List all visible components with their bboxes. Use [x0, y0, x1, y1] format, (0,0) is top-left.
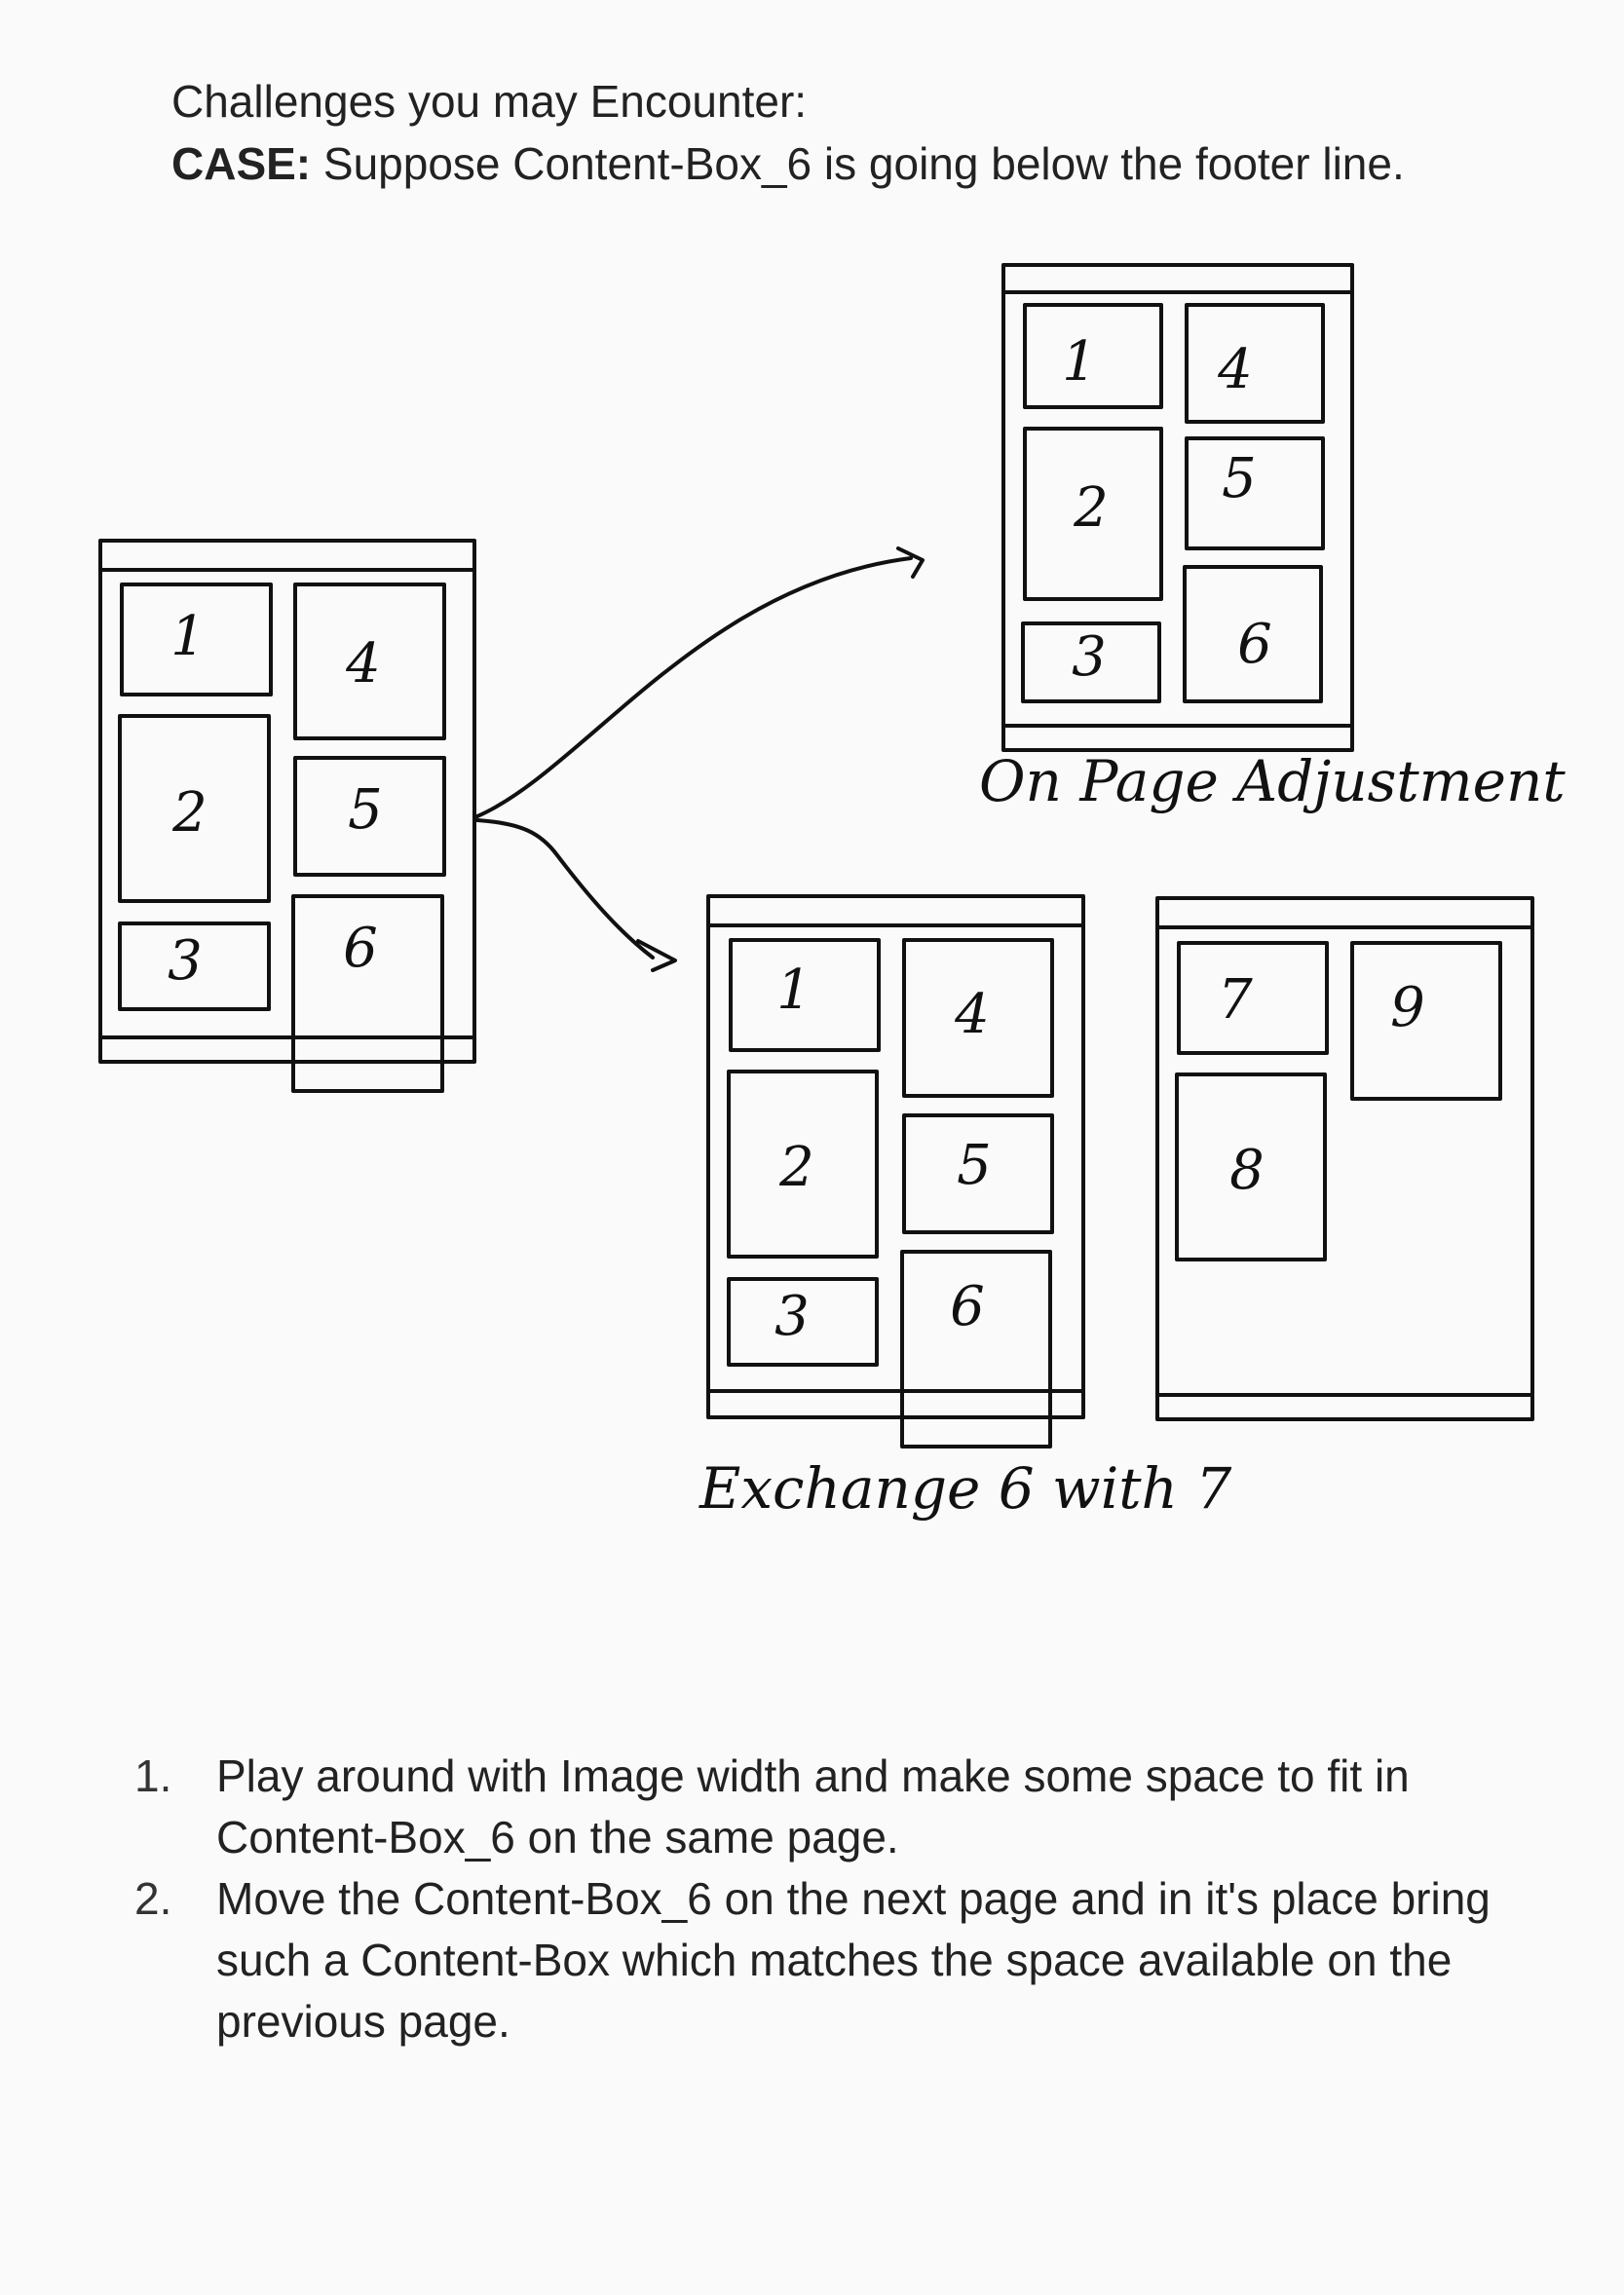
box-label: 2 [1073, 476, 1109, 540]
content-box-6 [1183, 565, 1323, 703]
exchange-page-next [1155, 896, 1534, 1421]
list-number: 1. [134, 1750, 172, 1801]
content-box-7 [1177, 941, 1329, 1055]
box-label: 7 [1218, 968, 1253, 1032]
page-frame [706, 894, 1085, 1419]
box-label: 2 [778, 1136, 814, 1199]
content-box-2 [727, 1070, 879, 1259]
content-box-6 [291, 894, 444, 1093]
content-box-4 [293, 583, 446, 740]
list-item: 2. Move the Content-Box_6 on the next pa… [134, 1868, 1537, 2052]
case-label: CASE: [171, 138, 312, 189]
content-box-9 [1350, 941, 1502, 1101]
box-label: 3 [774, 1285, 810, 1348]
box-label: 1 [1062, 330, 1097, 394]
arrowhead-upper [896, 546, 925, 579]
page-frame [1001, 263, 1354, 752]
box-label: 1 [170, 605, 206, 668]
content-box-1 [729, 938, 881, 1052]
box-label: 6 [1237, 613, 1272, 676]
box-label: 9 [1390, 976, 1425, 1039]
case-statement: CASE: Suppose Content-Box_6 is going bel… [171, 132, 1405, 195]
intro-title: Challenges you may Encounter: [171, 76, 808, 127]
box-label: 6 [343, 917, 378, 980]
exchange-page-current [706, 894, 1085, 1448]
content-box-3 [727, 1277, 879, 1367]
content-box-1 [1023, 303, 1163, 409]
arrow-to-exchange [475, 818, 655, 959]
adjusted-page [1001, 263, 1354, 752]
box-label: 5 [1222, 447, 1257, 510]
content-box-5 [902, 1113, 1054, 1234]
content-box-4 [1185, 303, 1325, 424]
content-box-5 [293, 756, 446, 877]
box-label: 3 [1072, 625, 1107, 689]
content-box-3 [1021, 621, 1161, 703]
content-box-8 [1175, 1072, 1327, 1261]
intro-heading-block: Challenges you may Encounter: CASE: Supp… [171, 70, 1405, 195]
original-page [98, 539, 476, 1093]
box-label: 3 [168, 929, 203, 993]
list-item: 1. Play around with Image width and make… [134, 1746, 1537, 1868]
box-label: 4 [1217, 338, 1253, 401]
arrowhead-lower [636, 939, 677, 972]
list-text: Move the Content-Box_6 on the next page … [216, 1873, 1491, 2047]
case-text: Suppose Content-Box_6 is going below the… [311, 138, 1405, 189]
box-label: 5 [957, 1134, 992, 1197]
box-label: 5 [348, 778, 383, 842]
box-label: 4 [345, 632, 381, 696]
content-box-1 [120, 583, 273, 696]
box-label: 6 [950, 1275, 985, 1338]
list-number: 2. [134, 1873, 172, 1924]
arrow-to-adjustment [475, 556, 913, 818]
solution-list: 1. Play around with Image width and make… [134, 1746, 1537, 2052]
layout-diagram: 1 2 3 4 5 6 1 2 3 4 5 6 1 2 3 4 5 6 7 8 … [98, 263, 1566, 1522]
box-label: 8 [1229, 1139, 1265, 1202]
content-box-2 [1023, 427, 1163, 601]
content-box-3 [118, 922, 271, 1011]
content-box-5 [1185, 436, 1325, 550]
content-box-2 [118, 714, 271, 903]
content-box-4 [902, 938, 1054, 1098]
page-frame [1155, 896, 1534, 1421]
caption-on-page-adjustment: On Page Adjustment [979, 748, 1566, 814]
caption-exchange: Exchange 6 with 7 [699, 1455, 1231, 1522]
box-label: 1 [776, 959, 812, 1022]
box-label: 4 [954, 983, 990, 1046]
list-text: Play around with Image width and make so… [216, 1750, 1410, 1862]
content-box-6 [900, 1250, 1052, 1448]
box-label: 2 [171, 781, 208, 845]
page-frame [98, 539, 476, 1064]
